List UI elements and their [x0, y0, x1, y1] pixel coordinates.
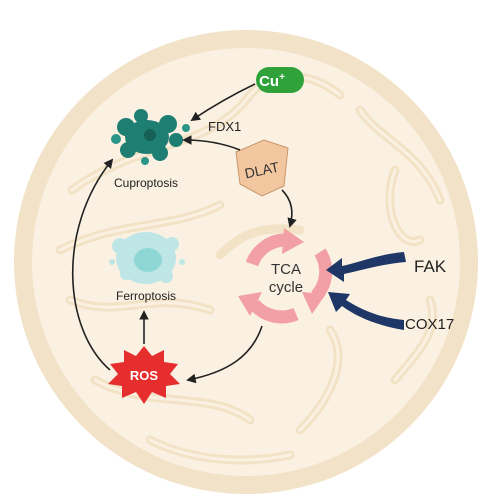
cuproptosis-label: Cuproptosis — [114, 176, 178, 190]
copper-label: Cu — [259, 73, 279, 90]
cox17-arrow — [328, 292, 404, 330]
fak-arrow — [326, 252, 406, 282]
ros-node — [108, 346, 180, 404]
arrow-ros-to-cuproptosis — [71, 158, 114, 371]
connector-arrows — [71, 83, 297, 384]
arrow-tca-to-ros — [186, 325, 263, 384]
arrow-cu-to-cuproptosis — [190, 83, 256, 122]
tca-cycle-arrowheads — [238, 228, 326, 316]
dlat-node — [235, 139, 289, 197]
arrow-dlat-to-cuproptosis — [182, 135, 241, 151]
tca-label-line2: cycle — [269, 279, 303, 296]
svg-text:Cu+: Cu+ — [259, 72, 285, 90]
fdx1-label: FDX1 — [208, 119, 241, 134]
copper-charge: + — [279, 72, 285, 83]
ferroptosis-icon — [109, 232, 185, 284]
copper-ion-node: Cu+ — [256, 67, 304, 93]
cristae-inner — [58, 74, 442, 462]
dlat-label: DLAT — [243, 158, 281, 181]
ferroptosis-label: Ferroptosis — [116, 289, 176, 303]
cox17-label: COX17 — [405, 316, 454, 333]
ros-label: ROS — [130, 368, 159, 383]
cuproptosis-icon — [111, 109, 190, 165]
fak-label: FAK — [414, 257, 447, 276]
arrow-dlat-to-tca — [281, 189, 297, 228]
tca-label-line1: TCA — [271, 261, 301, 278]
